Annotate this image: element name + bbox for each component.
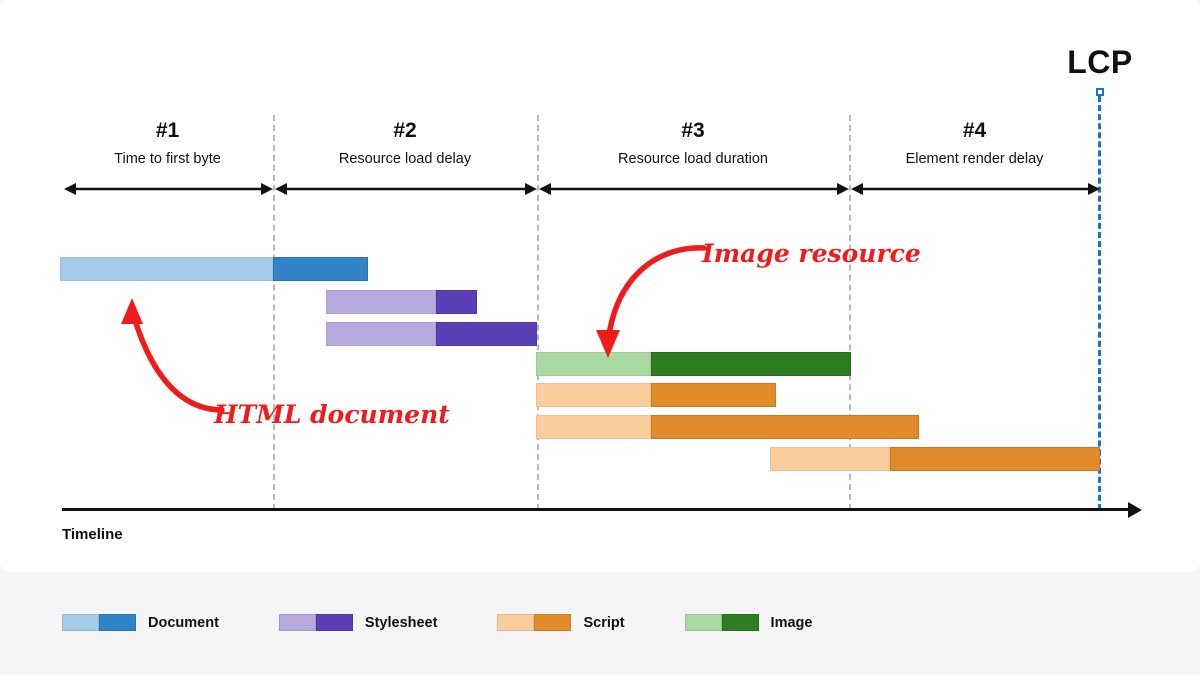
bar-segment-download	[436, 322, 537, 346]
legend-item-document: Document	[62, 614, 219, 631]
legend-swatch	[278, 614, 353, 631]
bar-segment-download	[436, 290, 477, 314]
bar-segment-wait	[326, 290, 436, 314]
phase-name: Resource load delay	[338, 151, 472, 167]
lcp-marker-square	[1096, 88, 1104, 96]
bar-segment-wait	[326, 322, 436, 346]
timeline-axis-arrowhead	[1128, 502, 1142, 518]
waterfall-bar-script	[536, 383, 776, 407]
bar-segment-wait	[536, 352, 651, 376]
legend-label: Stylesheet	[364, 614, 438, 631]
image-resource-arrow	[596, 245, 707, 358]
legend-label: Document	[148, 614, 219, 631]
lcp-label: LCP	[1067, 44, 1133, 80]
html-document-arrow	[121, 298, 225, 413]
annotation-html-document: HTML document	[214, 400, 450, 429]
phase-divider-1	[273, 115, 275, 510]
phase-name: Time to first byte	[114, 151, 221, 167]
bar-segment-wait	[536, 415, 651, 439]
legend-swatch	[684, 614, 759, 631]
bar-segment-download	[651, 352, 851, 376]
bar-segment-download	[890, 447, 1100, 471]
phase-measure-arrow	[849, 179, 1100, 199]
phase-divider-2	[537, 115, 539, 510]
waterfall-bar-script	[770, 447, 1100, 471]
bar-segment-wait	[60, 257, 273, 281]
phase-name: Element render delay	[905, 151, 1044, 167]
legend-band	[0, 572, 1200, 675]
waterfall-bar-document	[60, 257, 368, 281]
phase-number: #3	[681, 119, 705, 142]
phase-number: #4	[962, 119, 987, 142]
legend: Document Stylesheet Script Image	[62, 614, 872, 631]
phase-number: #2	[393, 119, 417, 142]
waterfall-bar-script	[536, 415, 919, 439]
legend-item-stylesheet: Stylesheet	[278, 614, 438, 631]
bar-segment-download	[273, 257, 368, 281]
bar-segment-wait	[770, 447, 890, 471]
legend-label: Script	[583, 614, 625, 631]
legend-label: Image	[770, 614, 813, 631]
timeline-axis	[62, 508, 1132, 511]
legend-item-image: Image	[684, 614, 813, 631]
legend-item-script: Script	[497, 614, 625, 631]
bar-segment-download	[651, 415, 919, 439]
diagram-canvas	[0, 0, 1200, 572]
phase-divider-3	[849, 115, 851, 510]
legend-swatch	[497, 614, 572, 631]
phase-measure-arrow	[273, 179, 537, 199]
lcp-marker-line	[1098, 96, 1101, 510]
waterfall-bar-stylesheet	[326, 290, 477, 314]
waterfall-bar-stylesheet	[326, 322, 537, 346]
bar-segment-download	[651, 383, 776, 407]
legend-swatch	[62, 614, 136, 631]
bar-segment-wait	[536, 383, 651, 407]
phase-number: #1	[155, 119, 180, 142]
waterfall-bar-image	[536, 352, 851, 376]
phase-measure-arrow	[537, 179, 849, 199]
annotation-image-resource: Image resource	[702, 239, 921, 268]
timeline-axis-label: Timeline	[62, 526, 123, 543]
phase-name: Resource load duration	[618, 151, 768, 167]
phase-measure-arrow	[62, 179, 273, 199]
